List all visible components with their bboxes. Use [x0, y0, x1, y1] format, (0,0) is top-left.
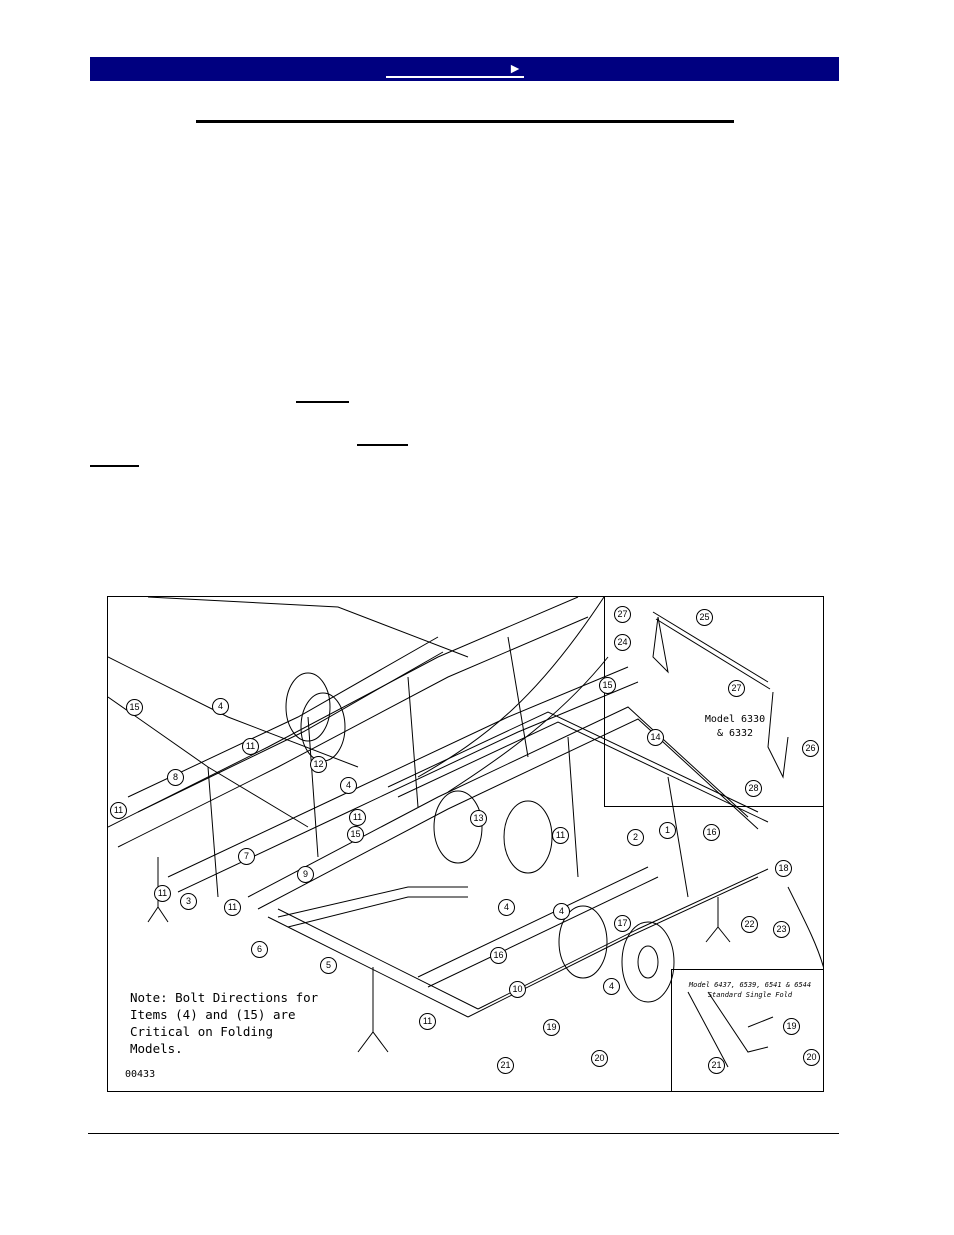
callout-27: 27	[728, 680, 745, 697]
callout-1: 1	[659, 822, 676, 839]
callout-21: 21	[497, 1057, 514, 1074]
callout-26: 26	[802, 740, 819, 757]
callout-5: 5	[320, 957, 337, 974]
callout-4: 4	[498, 899, 515, 916]
underline-fragment	[90, 465, 139, 467]
parts-diagram: Model 6330 & 6332 Model 6437, 6539, 6541…	[107, 596, 824, 1092]
callout-25: 25	[696, 609, 713, 626]
callout-14: 14	[647, 729, 664, 746]
callout-15: 15	[126, 699, 143, 716]
note-line: Note: Bolt Directions for	[130, 990, 319, 1005]
callout-4: 4	[212, 698, 229, 715]
next-page-link[interactable]: ►	[386, 58, 524, 78]
inset-model-6330: Model 6330 & 6332	[604, 597, 823, 807]
callout-23: 23	[773, 921, 790, 938]
callout-11: 11	[419, 1013, 436, 1030]
frame-drawing	[108, 597, 823, 1068]
inset-bottom-label-line: Standard Single Fold	[707, 991, 793, 999]
callout-13: 13	[470, 810, 487, 827]
callout-11: 11	[349, 809, 366, 826]
callout-4: 4	[553, 903, 570, 920]
callout-21: 21	[708, 1057, 725, 1074]
callout-9: 9	[297, 866, 314, 883]
callout-19: 19	[543, 1019, 560, 1036]
callout-19: 19	[783, 1018, 800, 1035]
callout-6: 6	[251, 941, 268, 958]
note-line: Items (4) and (15) are	[130, 1007, 296, 1022]
callout-3: 3	[180, 893, 197, 910]
callout-28: 28	[745, 780, 762, 797]
figure-code: 00433	[125, 1069, 156, 1080]
callout-15: 15	[599, 677, 616, 694]
bolt-direction-note: Note: Bolt Directions for Items (4) and …	[130, 989, 330, 1057]
callout-18: 18	[775, 860, 792, 877]
callout-4: 4	[340, 777, 357, 794]
callout-12: 12	[310, 756, 327, 773]
underline-fragment	[296, 401, 349, 403]
callout-24: 24	[614, 634, 631, 651]
callout-11: 11	[154, 885, 171, 902]
callout-22: 22	[741, 916, 758, 933]
callout-4: 4	[603, 978, 620, 995]
note-line: Critical on Folding Models.	[130, 1024, 273, 1056]
callout-27: 27	[614, 606, 631, 623]
callout-16: 16	[490, 947, 507, 964]
callout-11: 11	[242, 738, 259, 755]
callout-15: 15	[347, 826, 364, 843]
inset-top-label-line: & 6332	[716, 728, 754, 739]
callout-11: 11	[110, 802, 127, 819]
callout-10: 10	[509, 981, 526, 998]
callout-20: 20	[591, 1050, 608, 1067]
callout-20: 20	[803, 1049, 820, 1066]
callout-11: 11	[224, 899, 241, 916]
inset-top-label: Model 6330 & 6332	[675, 713, 795, 741]
callout-17: 17	[614, 915, 631, 932]
callout-2: 2	[627, 829, 644, 846]
underline-fragment	[357, 444, 408, 446]
footer-rule	[88, 1133, 839, 1134]
callout-11: 11	[552, 827, 569, 844]
callout-7: 7	[238, 848, 255, 865]
callout-8: 8	[167, 769, 184, 786]
inset-bottom-label: Model 6437, 6539, 6541 & 6544 Standard S…	[680, 980, 820, 1000]
inset-top-label-line: Model 6330	[704, 714, 766, 725]
inset-standard-single-fold: Model 6437, 6539, 6541 & 6544 Standard S…	[671, 969, 823, 1091]
title-rule	[196, 120, 734, 123]
inset-bottom-label-line: Model 6437, 6539, 6541 & 6544	[688, 981, 812, 989]
callout-16: 16	[703, 824, 720, 841]
